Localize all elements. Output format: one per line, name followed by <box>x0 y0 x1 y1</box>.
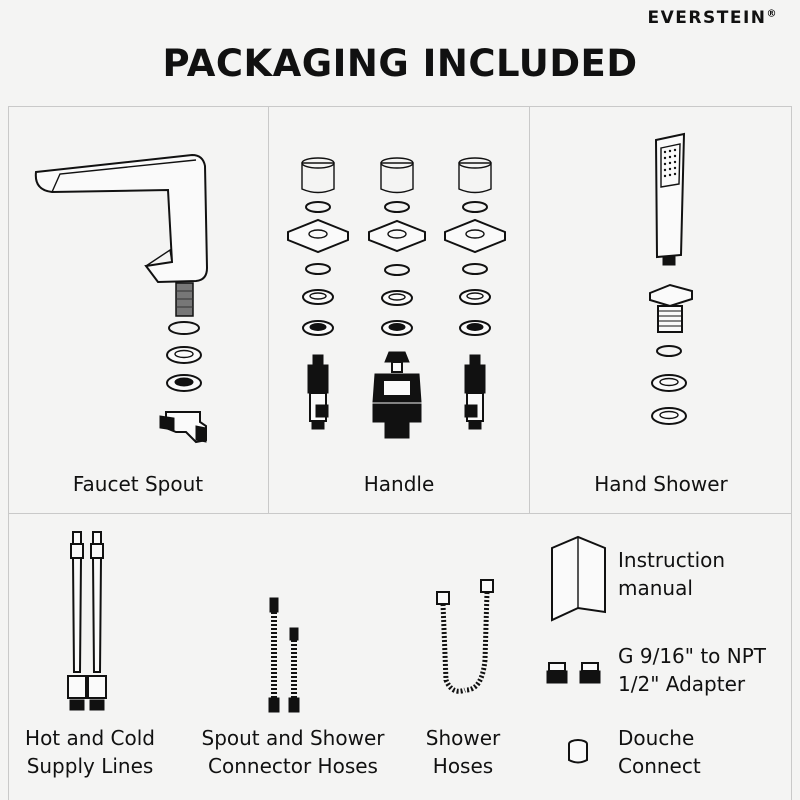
brand-logo: EVERSTEIN® <box>647 8 778 28</box>
grid-border-left <box>8 106 9 800</box>
label-supply-lines: Hot and Cold Supply Lines <box>25 726 155 778</box>
label-douche-connect: Douche Connect <box>618 726 701 778</box>
label-instruction-manual: Instruction manual <box>618 548 726 600</box>
grid-border-right <box>791 106 792 800</box>
label-faucet-spout: Faucet Spout <box>72 472 204 496</box>
supply-lines-illustration <box>67 531 107 711</box>
label-hand-shower: Hand Shower <box>594 472 728 496</box>
label-adapter: G 9/16" to NPT 1/2" Adapter <box>618 644 766 696</box>
label-shower-hoses: Shower Hoses <box>425 726 501 778</box>
handle-illustration <box>287 157 506 439</box>
label-handle: Handle <box>363 472 435 496</box>
manual-illustration <box>551 535 606 622</box>
shower-hoses-illustration <box>436 579 494 694</box>
grid-border-top <box>8 106 792 107</box>
adapter-illustration <box>546 662 601 684</box>
grid-divider-vertical-1 <box>268 106 269 513</box>
faucet-spout-illustration <box>34 153 209 444</box>
douche-connect-illustration <box>568 739 588 764</box>
connector-hoses-illustration <box>268 597 300 713</box>
grid-divider-horizontal <box>8 513 792 514</box>
label-connector-hoses: Spout and Shower Connector Hoses <box>201 726 385 778</box>
page-title: PACKAGING INCLUDED <box>162 42 638 85</box>
hand-shower-illustration <box>649 132 693 425</box>
grid-divider-vertical-2 <box>529 106 530 513</box>
